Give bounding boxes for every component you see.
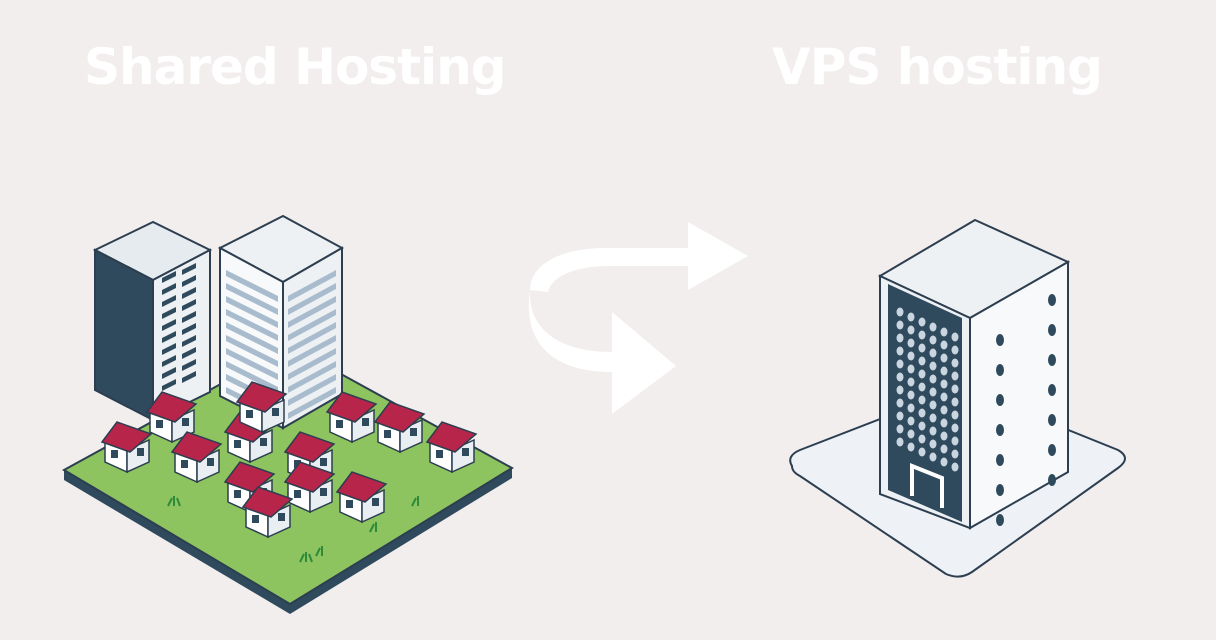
vps-door-icon <box>910 463 944 508</box>
migration-arrow-icon <box>528 222 748 414</box>
house-icon <box>241 486 294 539</box>
house-icon <box>283 461 336 514</box>
vps-building-illustration <box>789 218 1126 578</box>
house-icon <box>335 471 388 524</box>
shared-hosting-title: Shared Hosting <box>84 38 506 96</box>
house-icon <box>235 381 288 434</box>
ground-side-right <box>290 468 512 614</box>
grass-tufts <box>167 496 419 563</box>
shared-city-illustration <box>61 214 514 614</box>
dark-tower-windows <box>162 263 196 391</box>
dark-server-tower <box>92 220 213 422</box>
vps-window-grid <box>896 307 959 472</box>
vps-hosting-title: VPS hosting <box>772 38 1103 96</box>
house-icon <box>223 411 276 464</box>
house-icon <box>425 421 478 474</box>
vps-side-windows <box>996 294 1056 526</box>
houses-group <box>100 381 478 539</box>
house-icon <box>373 401 426 454</box>
house-icon <box>170 431 223 484</box>
house-icon <box>325 391 378 444</box>
ground-side <box>64 470 290 614</box>
house-icon <box>100 421 153 474</box>
